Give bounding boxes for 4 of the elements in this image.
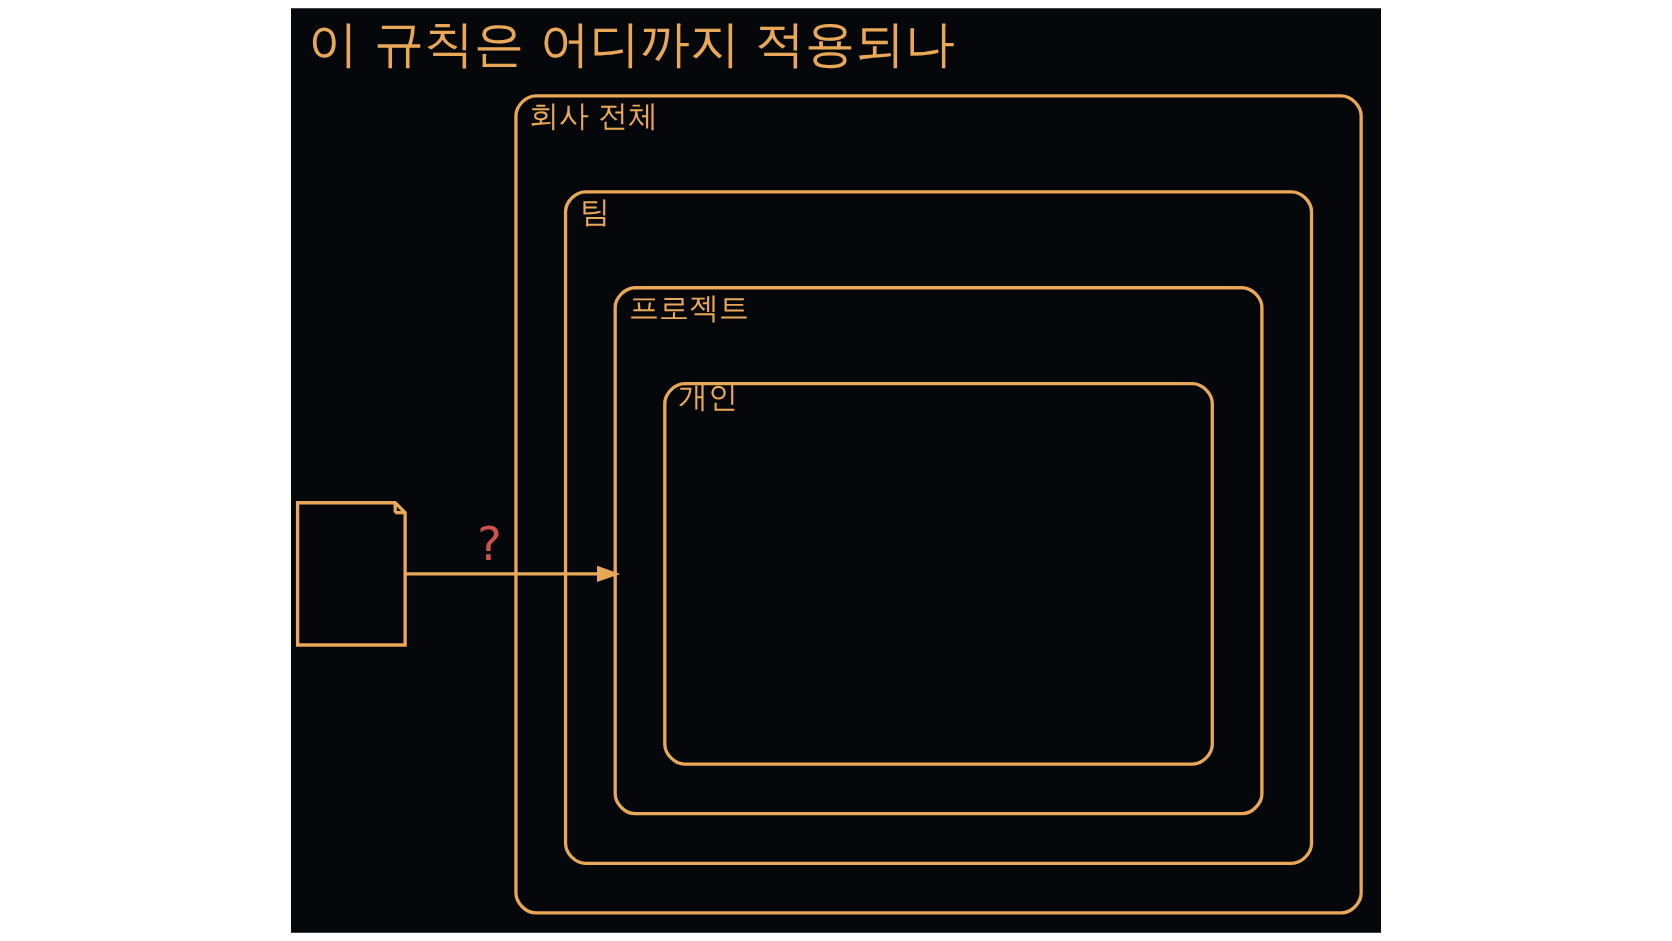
node-box: 개인 bbox=[663, 382, 1214, 766]
arrow bbox=[405, 565, 621, 582]
edge-label: ? bbox=[477, 516, 502, 571]
diagram-title: 이 규칙은 어디까지 적용되나 bbox=[308, 15, 956, 74]
